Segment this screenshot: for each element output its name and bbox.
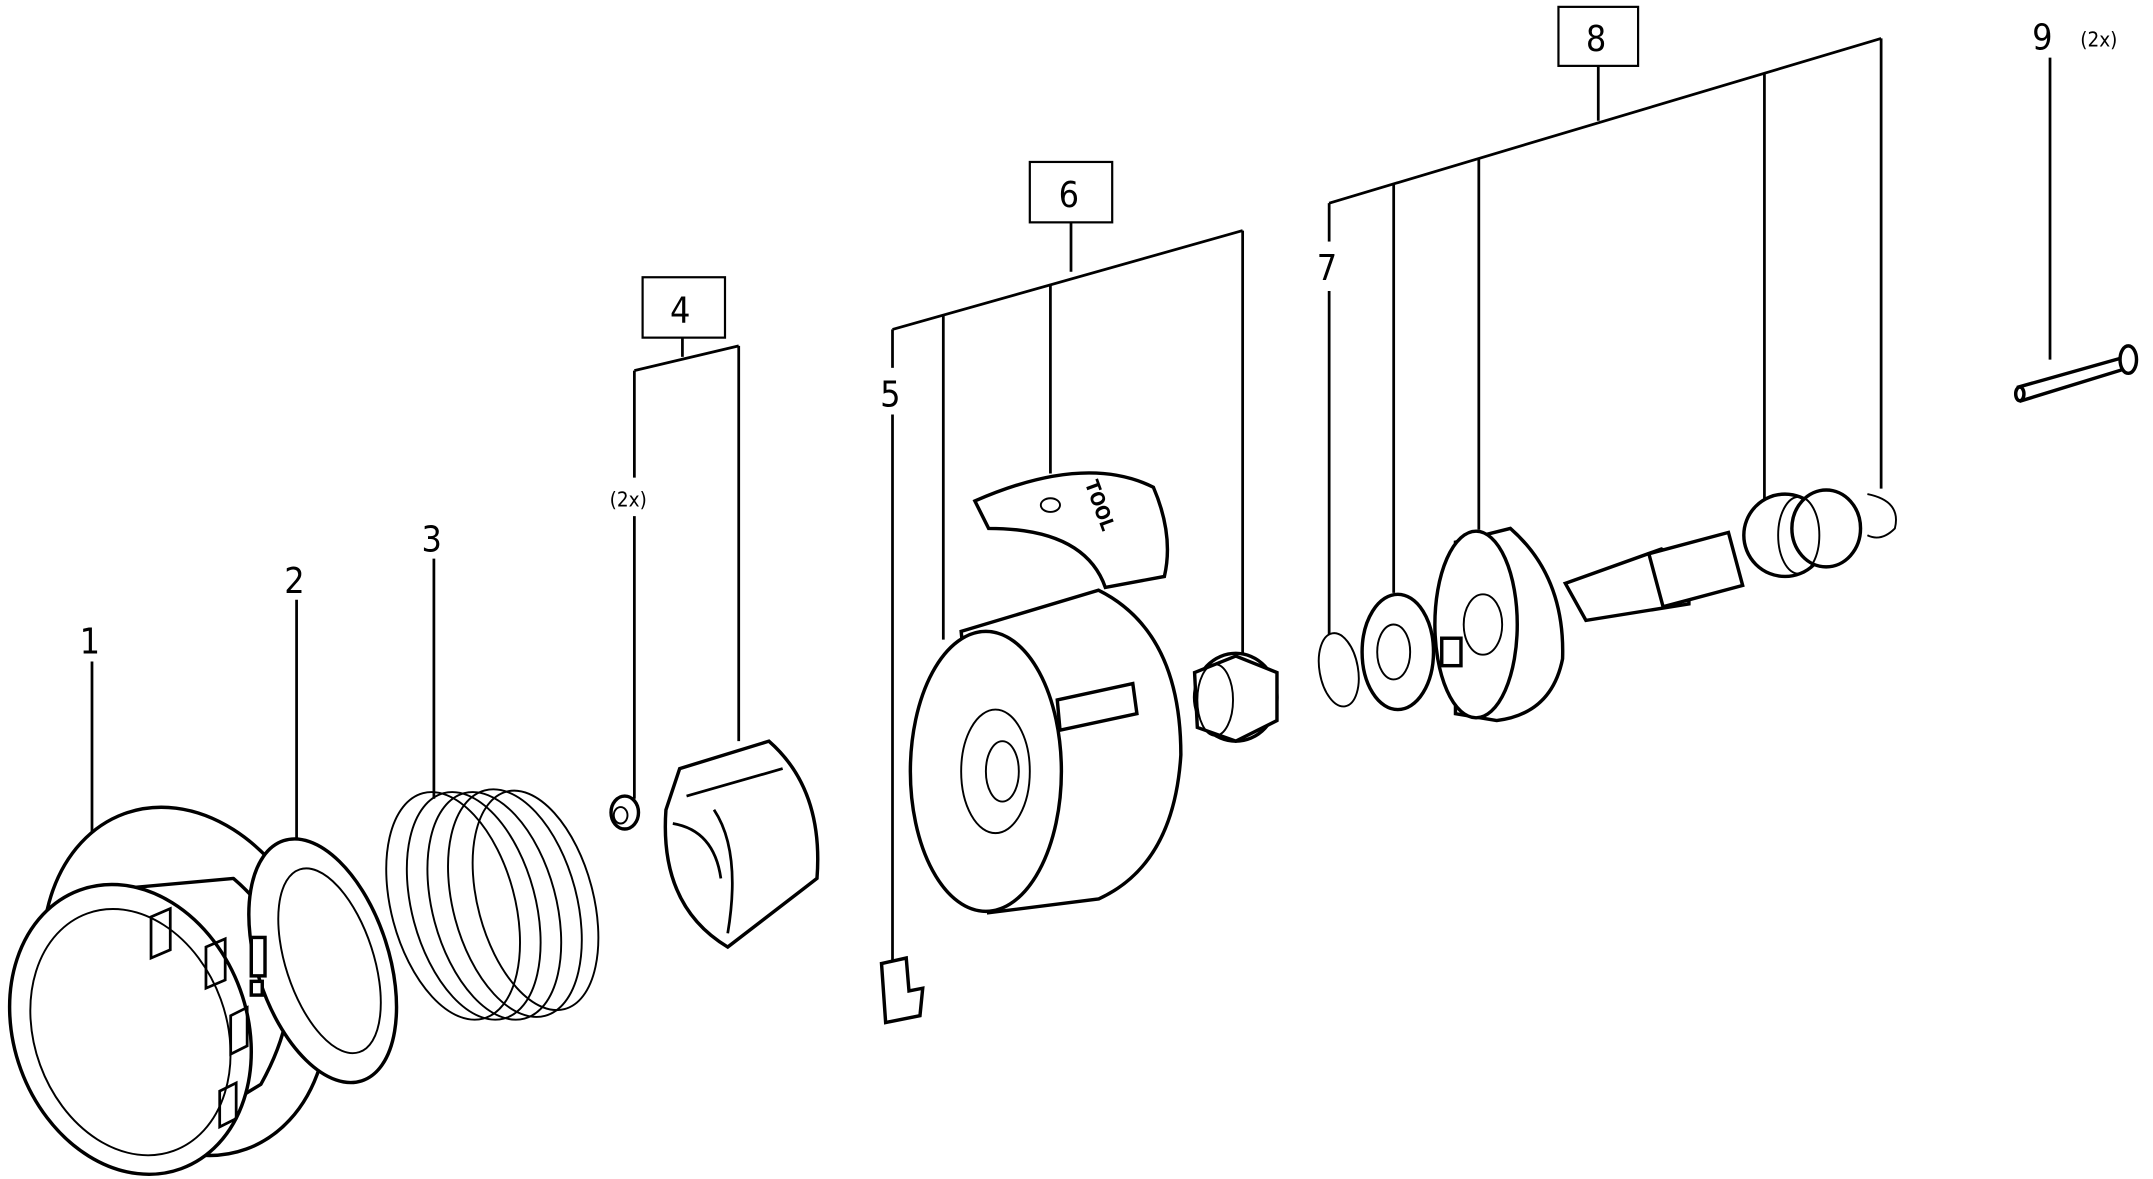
callout-7: 7 [1317,248,1337,289]
callout-4: 4 [670,291,690,332]
part-6-drum: TOOL [908,471,1279,915]
part-5-clip [879,955,925,1025]
part-7-circlip [1317,632,1360,708]
callout-9-qty: (2x) [2080,28,2117,52]
callout-6: 6 [1059,175,1079,216]
callout-8-box [1557,5,1640,67]
callout-6-box [1028,160,1114,224]
callout-1: 1 [80,621,100,662]
callout-2: 2 [284,561,304,602]
part-4-cam [609,739,820,950]
callout-3: 3 [422,520,442,561]
callouts: 1 2 3 4 (2x) 5 6 7 8 9 (2x) [80,5,2117,662]
leader-lines [90,37,2052,961]
callout-8: 8 [1586,19,1606,60]
callout-4-box [641,276,727,339]
part-3-spring [385,788,600,1021]
callout-9: 9 [2032,17,2052,58]
part-9-pin [2013,344,2139,403]
part-8-gear-assembly [1360,488,1897,723]
callout-5: 5 [880,374,900,415]
part-2-ring [247,837,399,1085]
callout-4-qty: (2x) [610,487,647,511]
